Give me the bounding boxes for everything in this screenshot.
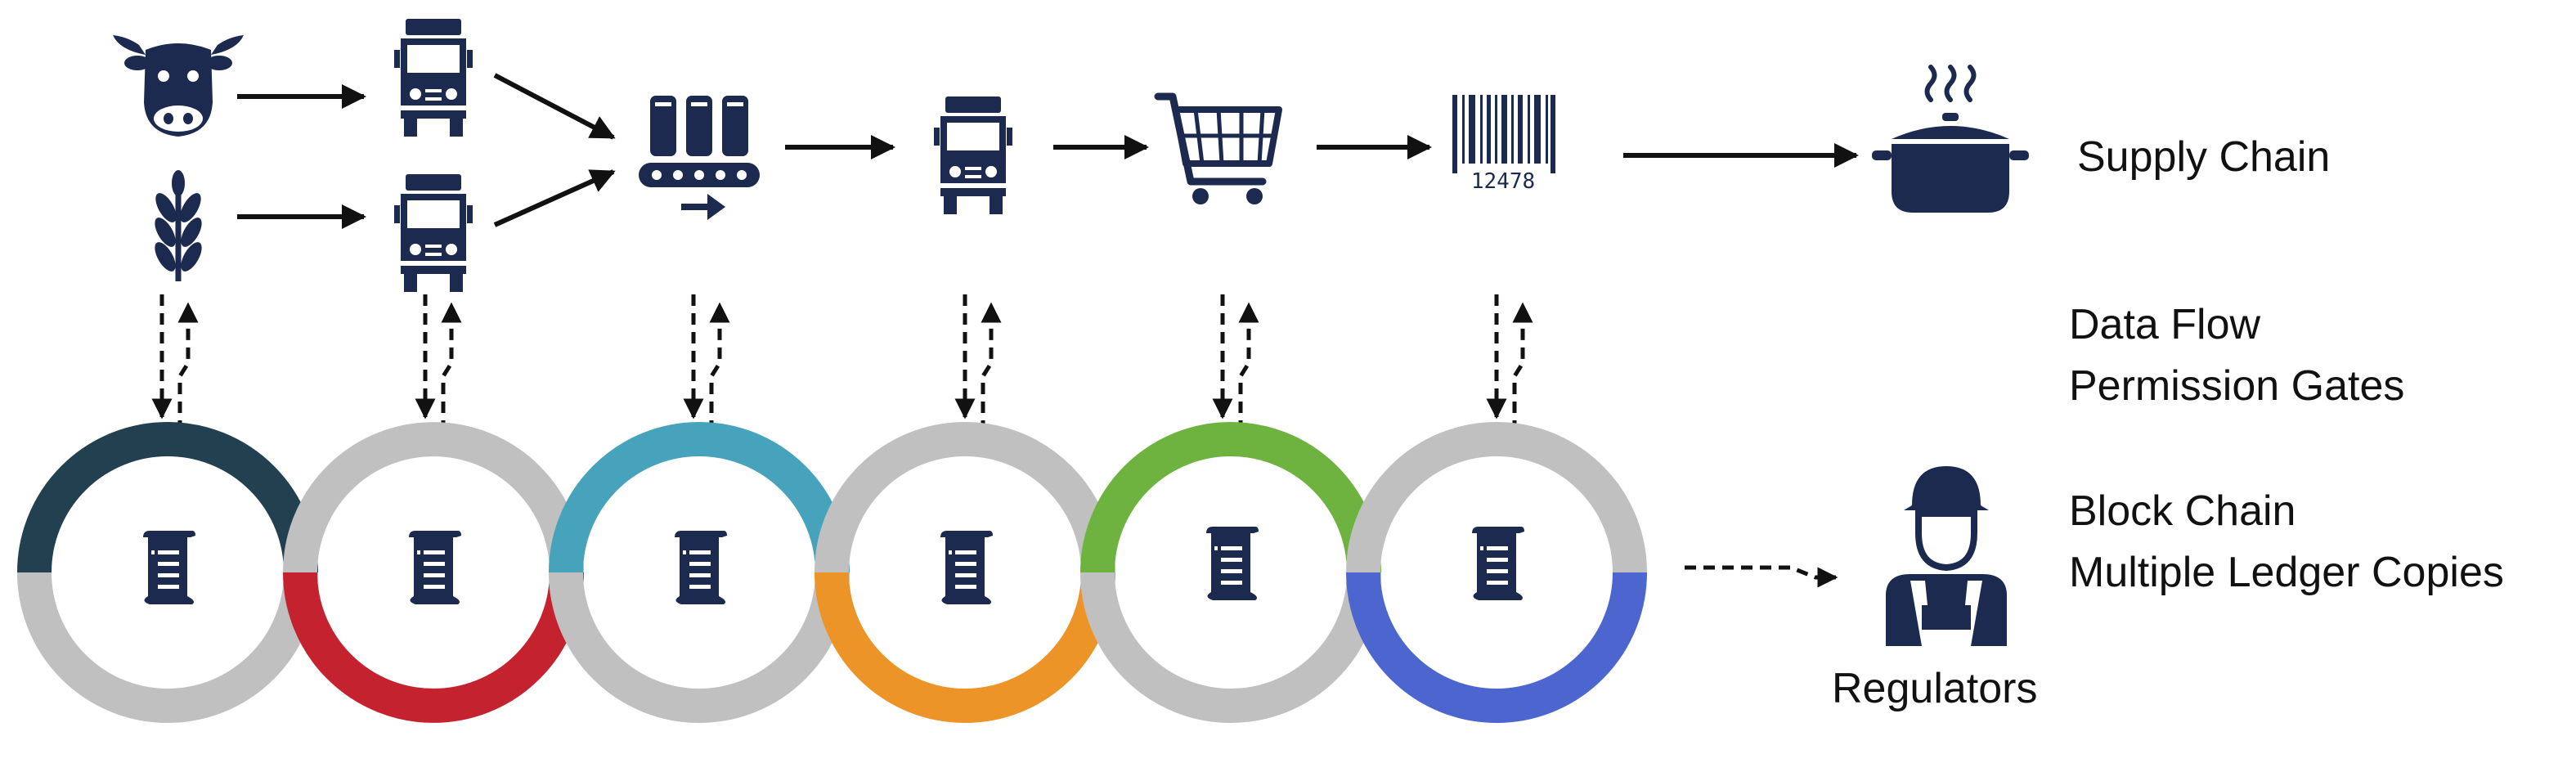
ledger-copies-label: Multiple Ledger Copies [2069, 549, 2504, 596]
arrow-truck-to-conveyor [493, 73, 616, 140]
truck-icon [394, 19, 473, 137]
ledger-scroll-icon [1472, 527, 1524, 600]
block-chain-label: Block Chain [2069, 487, 2296, 535]
regulator-person-icon [1886, 466, 2007, 646]
barcode-number: 12478 [1471, 169, 1535, 194]
permission-gates-label: Permission Gates [2069, 362, 2405, 410]
permission-gate-connector [693, 294, 720, 432]
supply-chain-label: Supply Chain [2077, 133, 2331, 181]
permission-gate-connector [1223, 294, 1249, 432]
arrow-truck-to-conveyor [493, 169, 616, 227]
blockchain-to-regulator-connector [1685, 565, 1838, 588]
ledger-scroll-icon [143, 531, 195, 604]
data-flow-label: Data Flow [2069, 301, 2261, 348]
permission-gate-connector [1497, 294, 1523, 432]
ledger-scroll-icon [940, 531, 993, 604]
conveyor-icon [639, 96, 760, 220]
supply-chain-arrows [237, 73, 1859, 229]
ledger-scroll-icon [1206, 527, 1259, 600]
blockchain-ledger-rings [17, 422, 1647, 723]
permission-gate-connector [162, 294, 188, 432]
regulators-label: Regulators [1832, 665, 2038, 712]
barcode-icon: 12478 [1452, 95, 1555, 194]
truck-icon [394, 174, 473, 292]
truck-icon [934, 96, 1012, 214]
shopping-cart-icon [1154, 92, 1282, 204]
cooking-pot-icon [1872, 65, 2029, 213]
permission-gate-connector [965, 294, 991, 432]
wheat-icon [155, 170, 202, 281]
permission-gate-connector [425, 294, 451, 432]
ledger-scroll-icon [409, 531, 461, 604]
ledger-scroll-icon [675, 531, 727, 604]
cow-icon [113, 35, 244, 137]
